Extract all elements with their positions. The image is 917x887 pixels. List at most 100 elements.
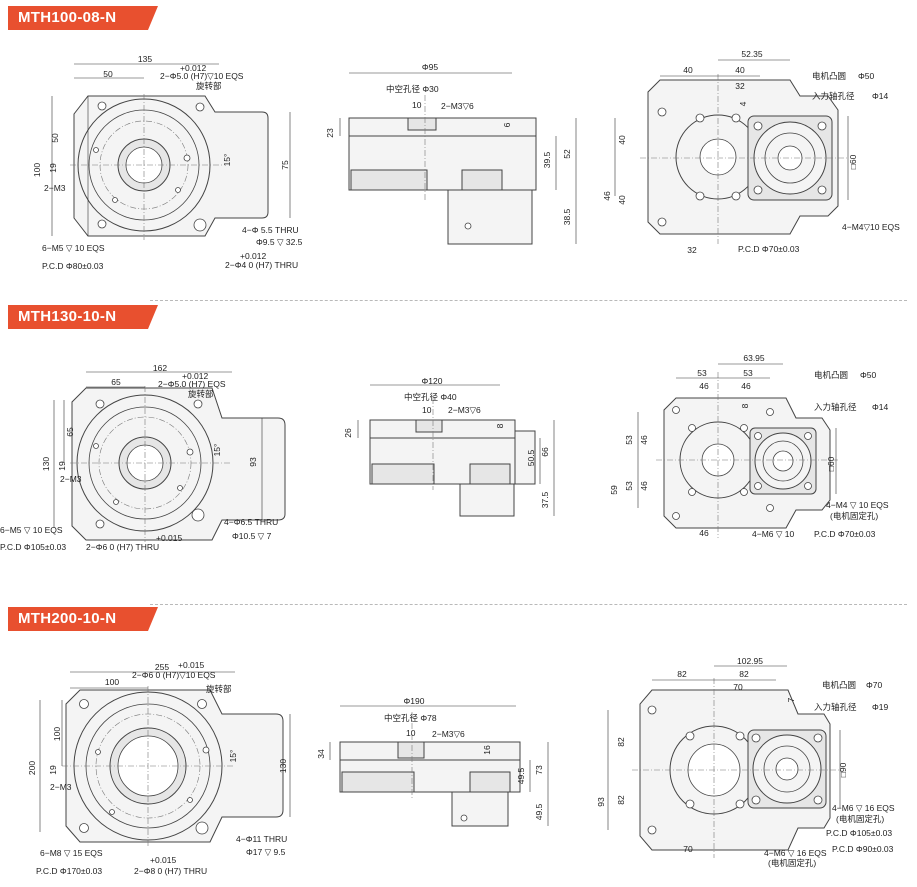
side-tap: 2−M3 (50, 782, 72, 792)
hollow-bore: 中空孔径 Φ78 (384, 713, 437, 723)
counterbore: Φ10.5 ▽ 7 (232, 531, 272, 541)
dim-w3: 52.35 (741, 49, 763, 59)
dim-w3: 63.95 (743, 353, 765, 363)
side-view-mth130 (357, 384, 555, 517)
square: □90 (838, 762, 848, 777)
tol-pin2: +0.015 (156, 533, 183, 543)
dim-width: 162 (153, 363, 167, 373)
tol-pin: +0.015 (178, 660, 205, 670)
dim-w5: 7 (786, 697, 796, 702)
section-separator (150, 604, 907, 605)
pin-holes2: 2−Φ8 0 (H7) THRU (134, 866, 207, 876)
tol-pin2: +0.012 (240, 251, 267, 261)
input-shaft-dia: Φ19 (872, 702, 889, 712)
tap: 2−M3▽6 (441, 101, 474, 111)
dim-h1: 53 (624, 435, 634, 445)
dim-h3: 59 (609, 485, 619, 495)
dim-w5: 4 (738, 101, 748, 106)
input-shaft: 入力轴孔径 (812, 91, 855, 101)
counterbore: Φ17 ▽ 9.5 (246, 847, 286, 857)
tap-width: 10 (406, 728, 416, 738)
motor-tap-note: (电机固定孔) (836, 814, 884, 824)
pin-holes: 2−Φ5.0 (H7) EQS (158, 379, 226, 389)
rear-view-mth130 (637, 363, 840, 538)
dim-h-mid: 50.5 (526, 449, 536, 466)
dim-width: 255 (155, 662, 169, 672)
dim-outer-dia: Φ190 (404, 696, 425, 706)
dim-height-total: 130 (41, 457, 51, 471)
dim-h-total: 73 (534, 765, 544, 775)
dim-w1: 40 (683, 65, 693, 75)
rear-view-mth100 (614, 59, 849, 244)
dim-h2: 46 (639, 435, 649, 445)
rotary-label: 旋转部 (188, 389, 214, 399)
dim-h1: 82 (616, 737, 626, 747)
dim-w4: 70 (733, 682, 743, 692)
motor-boss: 电机凸圆 (822, 680, 856, 690)
thru-hole: 4−Φ11 THRU (236, 834, 287, 844)
section-separator (150, 300, 907, 301)
motor-boss-dia: Φ50 (858, 71, 875, 81)
dim-h-total: 52 (562, 149, 572, 159)
input-shaft: 入力轴孔径 (814, 402, 857, 412)
dim-h5: 46 (639, 481, 649, 491)
square: □60 (848, 154, 858, 169)
dim-half-height: 50 (50, 133, 60, 143)
dim-w5: 8 (740, 403, 750, 408)
dim-bottom-w: 46 (699, 528, 709, 538)
tol-pin2: +0.015 (150, 855, 177, 865)
dim-h-total: 66 (540, 447, 550, 457)
tap: 2−M3▽6 (432, 729, 465, 739)
motor-boss-dia: Φ50 (860, 370, 877, 380)
side-tap: 2−M3 (44, 183, 66, 193)
dim-bottom-w: 70 (683, 844, 693, 854)
dim-h-left: 26 (343, 428, 353, 438)
dim-left-half: 50 (103, 69, 113, 79)
bottom-tap: 4−M6 ▽ 16 EQS (764, 848, 827, 858)
dim-h-small: 6 (502, 122, 512, 127)
dim-left-half: 100 (105, 677, 119, 687)
hollow-bore: 中空孔径 Φ30 (386, 84, 439, 94)
motor-boss: 电机凸圆 (812, 71, 846, 81)
dim-offset: 19 (48, 765, 58, 775)
dim-w1: 53 (697, 368, 707, 378)
pcd-rear-1: P.C.D Φ105±0.03 (826, 828, 892, 838)
pcd-rear: P.C.D Φ70±0.03 (738, 244, 800, 254)
dim-w2: 53 (743, 368, 753, 378)
rear-view-mth200 (607, 665, 841, 858)
dim-h3: 93 (596, 797, 606, 807)
dim-offset: 19 (48, 163, 58, 173)
motor-tap: 4−M4 ▽ 10 EQS (826, 500, 889, 510)
tap: 2−M3▽6 (448, 405, 481, 415)
rotary-label: 旋转部 (206, 684, 232, 694)
front-view-mth100 (51, 63, 291, 240)
dim-angle: 15° (212, 444, 222, 457)
dim-w2: 82 (739, 669, 749, 679)
motor-boss-dia: Φ70 (866, 680, 883, 690)
input-shaft-dia: Φ14 (872, 402, 889, 412)
dim-offset: 19 (57, 461, 67, 471)
square: □60 (826, 456, 836, 471)
dim-w3: 102.95 (737, 656, 763, 666)
dim-h-motor: 37.5 (540, 491, 550, 508)
tol-pin: +0.012 (182, 371, 209, 381)
thru-hole: 4−Φ6.5 THRU (224, 517, 278, 527)
pcd: P.C.D Φ170±0.03 (36, 866, 102, 876)
dim-h2: 82 (616, 795, 626, 805)
section-title-mth200: MTH200-10-N (8, 607, 158, 631)
bottom-tap: 4−M6 ▽ 10 (752, 529, 794, 539)
hollow-bore: 中空孔径 Φ40 (404, 392, 457, 402)
counterbore: Φ9.5 ▽ 32.5 (256, 237, 303, 247)
dim-h-mid: 39.5 (542, 151, 552, 168)
dim-height-total: 100 (32, 163, 42, 177)
dim-half-height: 65 (65, 427, 75, 437)
dim-h2: 40 (617, 195, 627, 205)
section-title-mth130: MTH130-10-N (8, 305, 158, 329)
dim-h-mid: 49.5 (516, 767, 526, 784)
side-tap: 2−M3 (60, 474, 82, 484)
dim-width: 135 (138, 54, 152, 64)
motor-tap: 4−M4▽10 EQS (842, 222, 900, 232)
tol-pin: +0.012 (180, 63, 207, 73)
side-view-mth100 (339, 72, 577, 245)
